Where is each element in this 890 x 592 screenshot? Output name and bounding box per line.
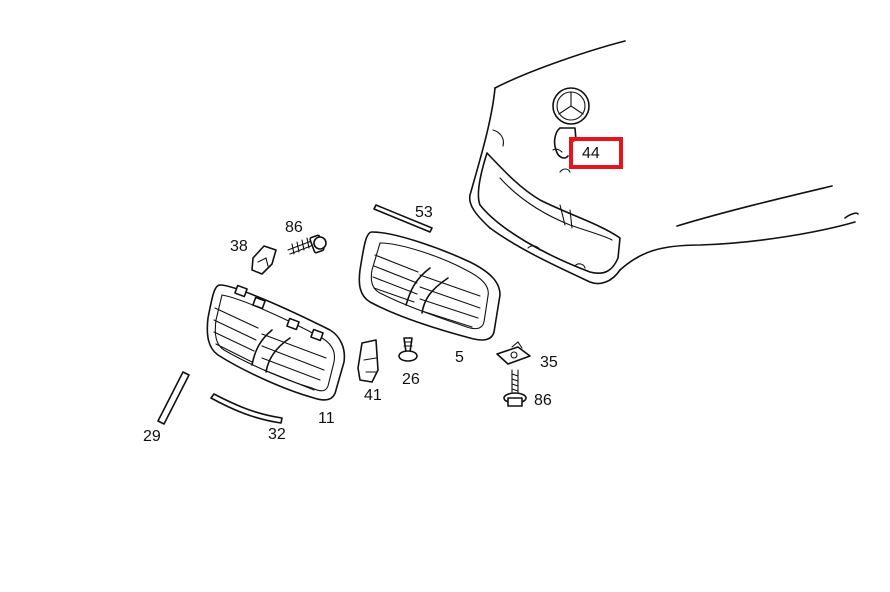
strip-29 [157, 371, 190, 425]
label-86-upper: 86 [285, 219, 303, 236]
nut-plate-35 [496, 341, 531, 365]
label-35: 35 [540, 354, 558, 371]
label-26: 26 [402, 371, 420, 388]
car-front-body [468, 40, 859, 285]
label-86-lower: 86 [534, 392, 552, 409]
label-41: 41 [364, 387, 382, 404]
screw-26 [398, 337, 418, 362]
grille-5 [358, 231, 501, 341]
bracket-41 [357, 339, 379, 383]
label-11: 11 [318, 410, 335, 427]
label-53: 53 [415, 204, 433, 221]
label-44: 44 [582, 145, 600, 162]
grille-frame-11 [206, 284, 346, 401]
strip-32 [210, 393, 283, 424]
screw-86-upper [287, 234, 327, 255]
clip-38 [251, 245, 277, 275]
highlight-box [569, 137, 623, 169]
label-29: 29 [143, 428, 161, 445]
label-32: 32 [268, 426, 286, 443]
label-38: 38 [230, 238, 248, 255]
label-5: 5 [455, 349, 464, 366]
screw-86-lower [503, 369, 527, 407]
trim-strip-53 [373, 204, 433, 233]
